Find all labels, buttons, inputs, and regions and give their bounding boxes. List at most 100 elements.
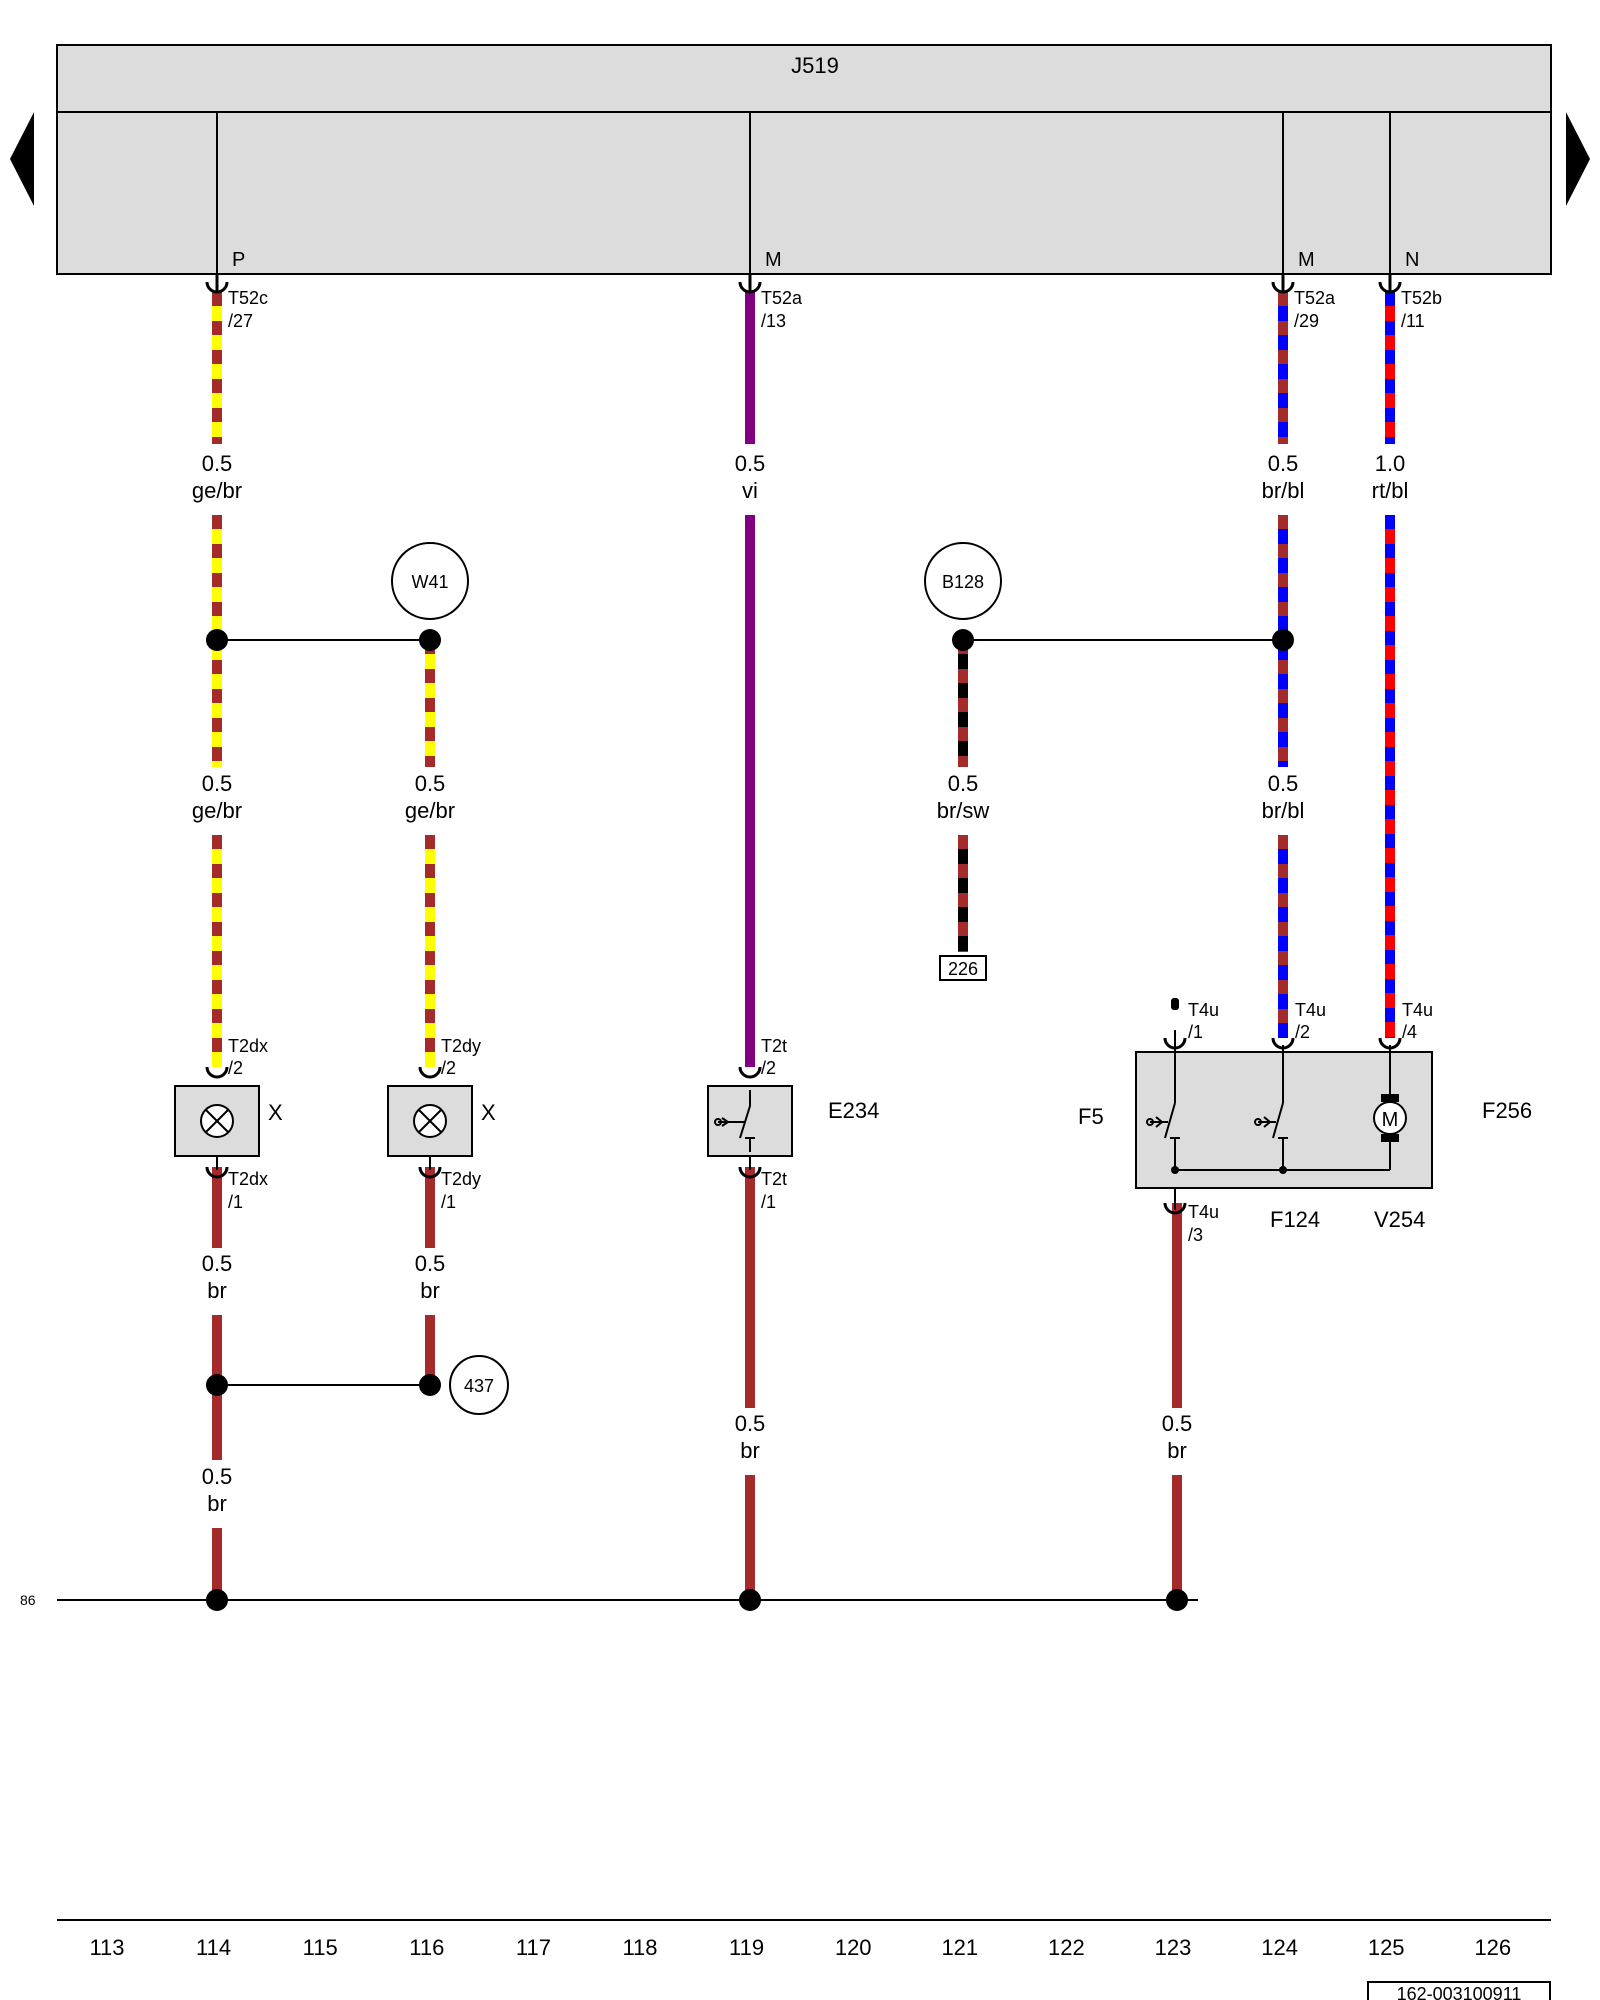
wire-stripe: [1385, 616, 1395, 631]
wire-segment: [212, 1528, 222, 1600]
wire-color-code: ge/br: [192, 798, 242, 823]
document-number-label: 162-003100911: [1397, 1984, 1522, 2000]
wire-stripe: [1278, 616, 1288, 631]
connector-symbols: [205, 274, 1402, 1215]
wire-stripe: [425, 936, 435, 951]
component-label: E234: [828, 1098, 879, 1123]
wire-stripe: [1385, 645, 1395, 660]
wire-stripe: [1278, 965, 1288, 980]
wire-stripe: [1385, 877, 1395, 892]
wire-stripe: [958, 741, 968, 756]
wire-color-code: br: [420, 1278, 440, 1303]
wire-gauge: 0.5: [1162, 1411, 1193, 1436]
wire-stripe: [425, 712, 435, 727]
wire-stripe: [1278, 907, 1288, 922]
wire-stripe: [212, 761, 222, 767]
wire-stripe: [1278, 364, 1288, 379]
component-label: F5: [1078, 1104, 1104, 1129]
wire-stripe: [425, 965, 435, 980]
wire-segment: [425, 640, 435, 767]
wire-stripe: [1385, 790, 1395, 805]
wire-gauge: 0.5: [735, 451, 766, 476]
track-number: 115: [303, 1935, 338, 1960]
connector-label: /13: [761, 311, 786, 331]
reference-box[interactable]: 226: [939, 955, 987, 981]
wire-gauge: 0.5: [948, 771, 979, 796]
wire-stripe: [212, 994, 222, 1009]
wire-gauge: 0.5: [735, 1411, 766, 1436]
wire-color-code: br/bl: [1262, 478, 1305, 503]
splice-w41: W41: [391, 542, 469, 620]
wire-color-code: br: [740, 1438, 760, 1463]
connector-label: T4u: [1188, 1000, 1219, 1020]
wire-gauge: 0.5: [1268, 451, 1299, 476]
wire-labels: 0.5 ge/br 0.5 vi 0.5 br/bl 1.0 rt/bl 0.5…: [192, 451, 1408, 1516]
wire-stripe: [212, 558, 222, 573]
wire-stripe: [1278, 587, 1288, 602]
wire-stripe: [1385, 703, 1395, 718]
wire-segment: [745, 292, 755, 444]
connector-labels: T52c /27 T52a /13 T52a /29 T52b /11 T2dx…: [228, 288, 1442, 1245]
connector-label: T52a: [761, 288, 803, 308]
wire-stripe: [1278, 936, 1288, 951]
splice-label: B128: [942, 572, 984, 592]
wire-stripe: [425, 741, 435, 756]
wire-stripe: [1385, 761, 1395, 776]
wire-stripe: [1278, 761, 1288, 767]
switch-icon: [714, 1090, 755, 1152]
connector-label: /4: [1402, 1022, 1417, 1042]
wire-stripe: [958, 683, 968, 698]
track-number: 126: [1474, 1935, 1511, 1960]
wire-stripe: [212, 674, 222, 689]
switch-icon: [1254, 1052, 1288, 1170]
wire-stripe: [1385, 732, 1395, 747]
wire-gauge: 0.5: [202, 1464, 233, 1489]
wire-gauge: 0.5: [415, 1251, 446, 1276]
wire-segments: [212, 292, 1395, 1600]
wire-stripe: [212, 422, 222, 437]
connector-label: /1: [441, 1192, 456, 1212]
wire-stripe: [212, 965, 222, 980]
wire-stripe: [425, 654, 435, 669]
connector-label: /11: [1401, 311, 1425, 331]
connector-label: /1: [228, 1192, 243, 1212]
wire-segment: [1385, 515, 1395, 1038]
track-number: 117: [516, 1935, 551, 1960]
right-triangle-icon[interactable]: [1566, 112, 1590, 206]
pin-letter-m: M: [1298, 249, 1315, 271]
wire-stripe: [212, 587, 222, 602]
track-number: 120: [835, 1935, 872, 1960]
wire-stripe: [212, 936, 222, 951]
wire-segment: [745, 1475, 755, 1600]
control-unit-name: J519: [791, 53, 839, 78]
component-label: F256: [1482, 1098, 1532, 1123]
wire-stripe: [1278, 994, 1288, 1009]
connector-label: /2: [1295, 1022, 1310, 1042]
wire-color-code: rt/bl: [1372, 478, 1409, 503]
wire-stripe: [212, 703, 222, 718]
wire-stripe: [425, 907, 435, 922]
wire-stripe: [1278, 1023, 1288, 1038]
wire-stripe: [1385, 306, 1395, 321]
pin-letter-p: P: [232, 249, 245, 271]
component-label: F124: [1270, 1207, 1320, 1232]
wire-stripe: [1278, 645, 1288, 660]
connector-label: T4u: [1295, 1000, 1326, 1020]
splice-437: 437: [449, 1355, 509, 1415]
wire-segment: [212, 1167, 222, 1248]
pin-letter-m: M: [765, 249, 782, 271]
document-number: 162-003100911: [1367, 1981, 1551, 2000]
wire-stripe: [958, 712, 968, 727]
wire-stripe: [1385, 819, 1395, 834]
connector-label: T52a: [1294, 288, 1336, 308]
wire-color-code: br: [1167, 1438, 1187, 1463]
left-triangle-icon[interactable]: [10, 112, 34, 206]
wire-stripe: [1385, 906, 1395, 921]
lamp-icon: [200, 1104, 234, 1138]
wire-stripe: [1278, 306, 1288, 321]
wire-stripe: [958, 654, 968, 669]
wire-gauge: 0.5: [202, 451, 233, 476]
lamp-icon: [413, 1104, 447, 1138]
